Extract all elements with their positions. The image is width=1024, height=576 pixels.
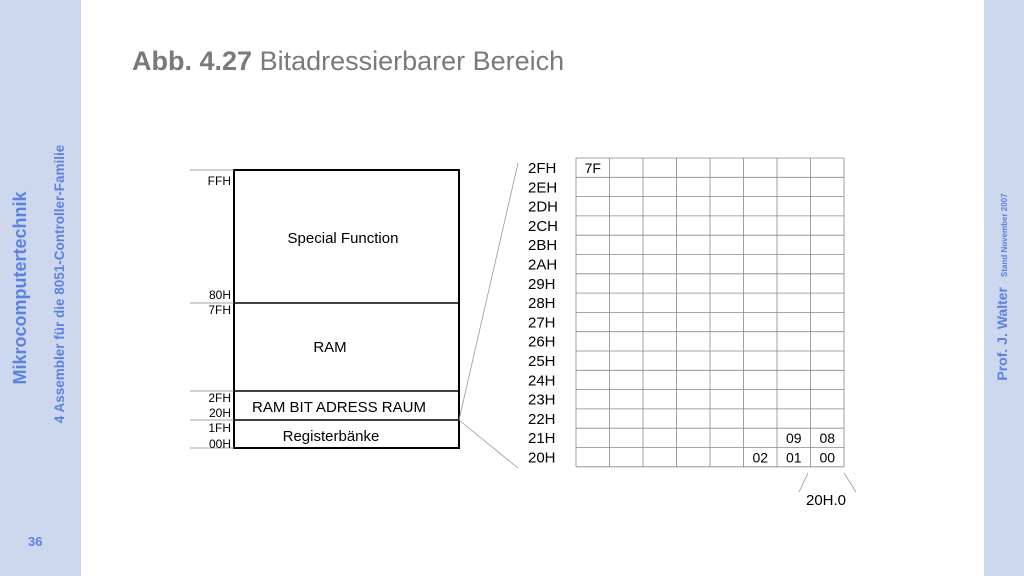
addr-20h: 20H bbox=[209, 406, 231, 420]
region-bit-area: RAM BIT ADRESS RAUM bbox=[252, 399, 426, 416]
row-label: 2EH bbox=[528, 179, 557, 196]
bit-pointer-left bbox=[798, 472, 809, 493]
addr-7fh: 7FH bbox=[208, 303, 231, 317]
row-label: 29H bbox=[528, 276, 556, 293]
addr-2fh: 2FH bbox=[208, 391, 231, 405]
right-sidebar bbox=[984, 0, 1024, 576]
row-label: 27H bbox=[528, 314, 556, 331]
addr-ffh: FFH bbox=[208, 174, 231, 188]
bit-cell-label: 02 bbox=[752, 450, 768, 466]
addr-00h: 00H bbox=[209, 437, 231, 451]
row-label: 26H bbox=[528, 334, 556, 351]
row-label: 22H bbox=[528, 411, 556, 428]
slide-title: Abb. 4.27 Bitadressierbarer Bereich bbox=[132, 46, 564, 77]
row-label: 2BH bbox=[528, 237, 557, 254]
bit-cell-label: 01 bbox=[786, 450, 802, 466]
bit-cell-label: 7F bbox=[585, 160, 601, 176]
row-label: 2AH bbox=[528, 257, 557, 274]
region-special-function: Special Function bbox=[288, 230, 399, 247]
row-label: 23H bbox=[528, 392, 556, 409]
figure-title: Bitadressierbarer Bereich bbox=[259, 46, 565, 76]
bit-cell-label: 09 bbox=[786, 430, 802, 446]
row-label: 20H bbox=[528, 450, 556, 467]
bit-cell-label: 00 bbox=[819, 450, 835, 466]
page-number: 36 bbox=[28, 534, 43, 549]
row-label: 2FH bbox=[528, 160, 556, 177]
region-ram: RAM bbox=[313, 339, 346, 356]
row-label: 2DH bbox=[528, 199, 558, 216]
zoom-line-top bbox=[458, 162, 519, 421]
left-sidebar: Mikrocomputertechnik 4 Assembler für die… bbox=[0, 0, 81, 576]
bit-grid: 2FH 2EH 2DH 2CH 2BH 2AH 29H 28H 27H 26H 25H 24H 23H 2… bbox=[528, 157, 845, 468]
memory-map: FFH 80H 7FH 2FH 20H 1FH 00H Special Func… bbox=[190, 169, 460, 451]
zoom-line-bottom bbox=[458, 419, 519, 469]
addr-1fh: 1FH bbox=[208, 421, 231, 435]
row-label: 25H bbox=[528, 353, 556, 370]
region-register-banks: Registerbänke bbox=[283, 428, 380, 445]
figure-number: Abb. 4.27 bbox=[132, 46, 253, 76]
row-label: 24H bbox=[528, 372, 556, 389]
row-label: 28H bbox=[528, 295, 556, 312]
row-label: 21H bbox=[528, 430, 556, 447]
row-label: 2CH bbox=[528, 218, 558, 235]
addr-80h: 80H bbox=[209, 288, 231, 302]
bit-pointer-right bbox=[843, 472, 857, 493]
bit-address-label: 20H.0 bbox=[806, 492, 846, 509]
bit-cell-label: 08 bbox=[819, 430, 835, 446]
memory-box bbox=[233, 169, 460, 449]
